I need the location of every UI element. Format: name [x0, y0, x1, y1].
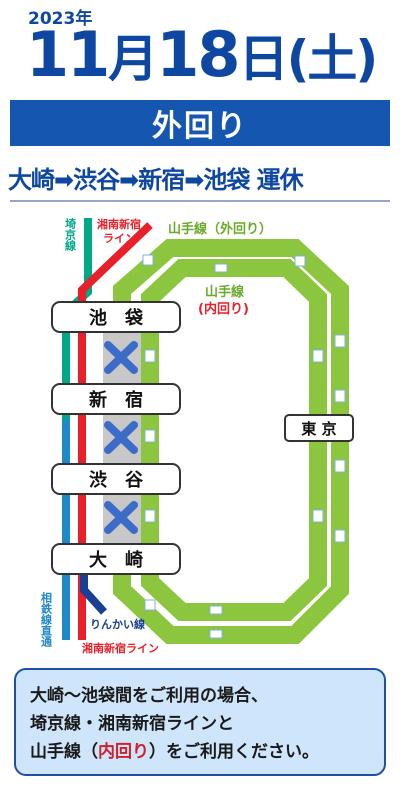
arrow-marker	[144, 349, 156, 363]
date-month: 11	[26, 18, 110, 91]
svg-text:池 袋: 池 袋	[89, 307, 144, 329]
label-shonan-top-1: 湘南新宿	[97, 217, 141, 231]
route-map: 埼京線 湘南新宿 ライン 山手線（外回り） 山手線 (内回り) 相鉄線直通 りん…	[40, 217, 354, 655]
arrow-marker	[209, 605, 223, 615]
label-yamanote-outer: 山手線（外回り）	[168, 221, 272, 237]
date-day-unit: 日	[238, 30, 289, 88]
arrow-marker	[294, 255, 306, 267]
svg-text:渋 谷: 渋 谷	[89, 469, 144, 491]
notice-line-3: 山手線（内回り）をご利用ください。	[30, 738, 370, 766]
arrow-marker	[312, 509, 324, 523]
suspension-x-1	[104, 341, 138, 374]
label-yamanote-inner-2: (内回り)	[198, 301, 249, 317]
label-rinkai: りんかい線	[90, 617, 145, 631]
notice-line-1: 大崎〜池袋間をご利用の場合、	[30, 686, 268, 706]
date-year: 2023年	[28, 9, 93, 29]
arrow-marker	[144, 599, 156, 611]
arrow-marker	[214, 263, 228, 273]
suspension-route: 大崎➡渋谷➡新宿➡池袋 運休	[8, 166, 304, 194]
station-osaki: 大 崎	[51, 543, 181, 575]
arrow-marker	[144, 509, 156, 523]
label-shonan-bottom: 湘南新宿ライン	[82, 641, 159, 655]
arrow-marker	[334, 389, 346, 403]
label-shonan-top-2: ライン	[103, 232, 136, 245]
notice-line-2: 埼京線・湘南新宿ラインと	[30, 714, 234, 734]
arrow-marker	[209, 629, 223, 639]
date-main: 11月18日(土)	[26, 18, 379, 94]
notice-line-3a: 山手線（	[30, 742, 98, 762]
station-shibuya: 渋 谷	[51, 463, 181, 495]
arrow-marker	[144, 429, 156, 443]
date-weekday: (土)	[286, 30, 379, 88]
label-sotetsu: 相鉄線直通	[40, 591, 53, 648]
notice-line-3-highlight: 内回り	[98, 742, 149, 762]
arrow-marker	[142, 254, 154, 266]
station-shinjuku: 新 宿	[51, 383, 181, 415]
arrow-marker	[334, 334, 346, 348]
date-month-unit: 月	[108, 30, 158, 88]
svg-text:大 崎: 大 崎	[89, 549, 143, 571]
label-yamanote-inner-1: 山手線	[205, 284, 245, 300]
notice-box: 大崎〜池袋間をご利用の場合、 埼京線・湘南新宿ラインと 山手線（内回り）をご利用…	[14, 668, 386, 776]
station-tokyo: 東 京	[284, 414, 354, 442]
svg-text:東 京: 東 京	[301, 420, 336, 438]
arrow-marker	[334, 529, 346, 543]
station-ikebukuro: 池 袋	[51, 301, 181, 333]
arrow-marker	[312, 349, 324, 363]
suspension-x-2	[104, 421, 138, 454]
label-saikyo: 埼京線	[64, 217, 77, 252]
svg-text:新 宿: 新 宿	[89, 389, 143, 411]
direction-banner: 外回り	[10, 100, 390, 146]
date-day: 18	[156, 18, 240, 91]
shonan-line	[78, 222, 153, 640]
notice-line-3b: ）をご利用ください。	[149, 742, 319, 762]
arrow-marker	[334, 459, 346, 473]
rinkai-line	[80, 570, 107, 615]
divider	[10, 200, 390, 202]
suspension-x-3	[104, 501, 138, 534]
